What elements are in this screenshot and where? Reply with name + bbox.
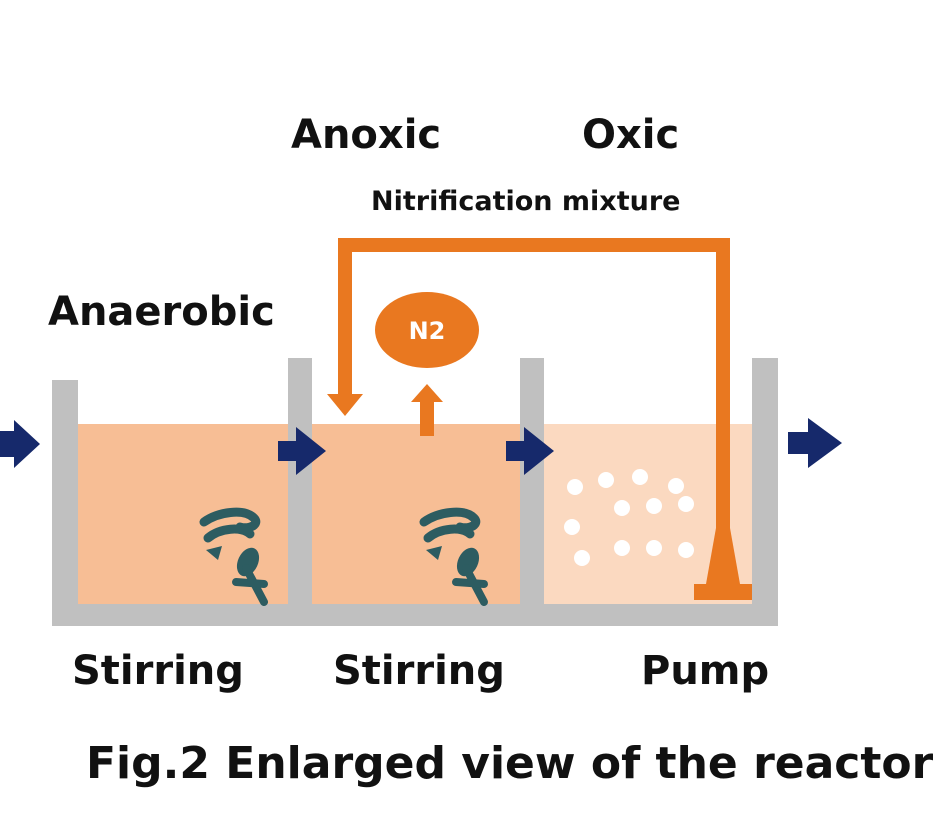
anaerobic-liquid [78, 424, 288, 604]
anoxic-liquid [312, 424, 520, 604]
n2-label: N2 [409, 317, 446, 345]
flow-arrow-icon [788, 418, 842, 468]
anoxic-zone-label: Anoxic [291, 112, 442, 158]
reactor-diagram: N2 [0, 238, 842, 626]
stirring-label-2: Stirring [333, 648, 505, 694]
stirring-label-1: Stirring [72, 648, 244, 694]
tank-wall-divider-1 [288, 358, 312, 604]
figure-caption: Fig.2 Enlarged view of the reactor [86, 738, 933, 789]
oxic-zone-label: Oxic [582, 112, 680, 158]
flow-arrow-icon [506, 427, 554, 475]
n2-gas-icon [375, 292, 479, 436]
nitrification-mixture-label: Nitrification mixture [371, 186, 681, 217]
recycle-pipe [338, 238, 730, 528]
tank-wall-left [52, 380, 78, 626]
flow-arrow-icon [278, 427, 326, 475]
aeration-bubbles-icon [564, 469, 694, 566]
tank-wall-divider-2 [520, 358, 544, 604]
tank-wall-right [752, 358, 778, 626]
pump-label: Pump [641, 648, 770, 694]
flow-arrow-icon [0, 420, 40, 468]
recycle-arrowhead-icon [327, 394, 363, 416]
tank-floor [52, 604, 778, 626]
anaerobic-zone-label: Anaerobic [48, 289, 275, 335]
pump-icon [694, 528, 752, 600]
